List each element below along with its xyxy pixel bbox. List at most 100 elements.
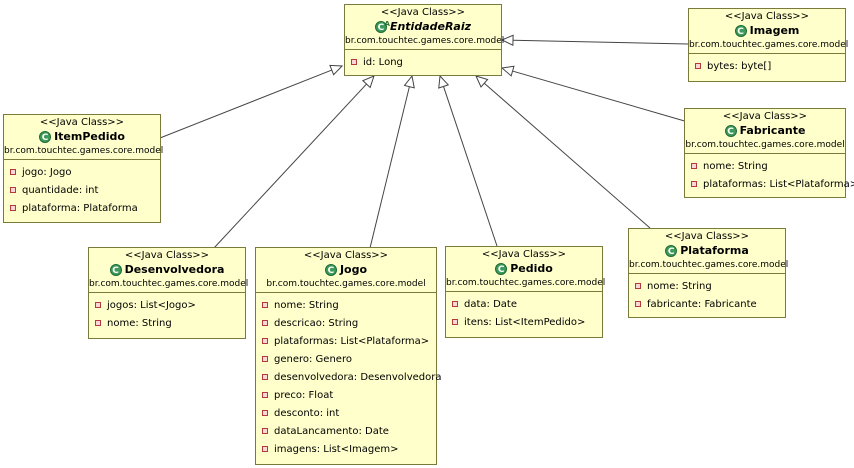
class-icon: C (665, 245, 678, 257)
attribute-text: desenvolvedora: Desenvolvedora (274, 371, 442, 383)
class-name[interactable]: Plataforma (680, 244, 749, 257)
attribute-row[interactable]: bytes: byte[] (689, 57, 845, 75)
class-name[interactable]: Desenvolvedora (124, 263, 225, 276)
attribute-row[interactable]: nome: String (89, 314, 245, 332)
attribute-row[interactable]: descricao: String (256, 314, 436, 332)
stereotype-label: <<Java Class>> (39, 117, 125, 128)
class-icon: C (495, 263, 508, 275)
attribute-row[interactable]: desenvolvedora: Desenvolvedora (256, 368, 441, 386)
attribute-row[interactable]: id: Long (345, 53, 501, 71)
class-name[interactable]: Imagem (749, 24, 800, 37)
edge-line (483, 82, 651, 229)
attribute-row[interactable]: genero: Genero (256, 350, 436, 368)
attribute-text: quantidade: int (22, 184, 99, 196)
attribute-row[interactable]: nome: String (685, 157, 845, 175)
class-name[interactable]: Jogo (339, 263, 368, 276)
attribute-row[interactable]: data: Date (446, 295, 602, 313)
class-name[interactable]: Fabricante (739, 124, 806, 137)
private-field-icon (635, 283, 641, 289)
attribute-text: id: Long (363, 56, 403, 68)
package-name: br.com.touchtec.games.core.model (689, 40, 849, 50)
attribute-text: plataforma: Plataforma (22, 202, 138, 214)
package-name: br.com.touchtec.games.core.model (266, 279, 426, 289)
attributes-compartment: nome: String fabricante: Fabricante (629, 274, 785, 315)
private-field-icon (262, 320, 268, 326)
stereotype-label: <<Java Class>> (724, 11, 810, 22)
attributes-compartment: jogo: Jogo quantidade: int plataforma: Pla… (4, 160, 160, 219)
class-name[interactable]: EntidadeRaiz (389, 20, 472, 33)
stereotype-label: <<Java Class>> (481, 249, 567, 260)
attribute-text: descricao: String (274, 317, 359, 329)
hollow-triangle-arrowhead (329, 64, 344, 76)
class-name[interactable]: Pedido (510, 262, 553, 275)
attribute-row[interactable]: nome: String (629, 277, 785, 295)
private-field-icon (95, 302, 101, 308)
attributes-compartment: nome: String descricao: String plataformas… (256, 293, 441, 460)
private-field-icon (262, 356, 268, 362)
private-field-icon (695, 63, 701, 69)
hollow-triangle-arrowhead (438, 74, 450, 89)
edge-line (512, 70, 689, 123)
generalization-edge-item-pedido (159, 64, 344, 139)
generalization-edge-imagem (500, 34, 689, 47)
attribute-text: nome: String (107, 317, 172, 329)
private-field-icon (452, 319, 458, 325)
attribute-text: plataformas: List<Plataforma> (274, 335, 430, 347)
package-name: br.com.touchtec.games.core.model (4, 146, 164, 156)
attributes-compartment: jogos: List<Jogo> nome: String (89, 293, 245, 334)
attribute-text: fabricante: Fabricante (647, 298, 757, 310)
attribute-row[interactable]: nome: String (256, 296, 436, 314)
attribute-text: nome: String (647, 280, 712, 292)
edge-line (369, 86, 410, 249)
class-icon: C (39, 131, 52, 143)
private-field-icon (691, 181, 697, 187)
private-field-icon (262, 302, 268, 308)
attribute-row[interactable]: desconto: int (256, 404, 436, 422)
private-field-icon (10, 187, 16, 193)
class-name[interactable]: ItemPedido (54, 130, 125, 143)
attribute-row[interactable]: fabricante: Fabricante (629, 295, 785, 313)
edge-line (512, 39, 689, 45)
private-field-icon (635, 301, 641, 307)
class-icon: C (324, 264, 337, 276)
attribute-row[interactable]: jogo: Jogo (4, 163, 160, 181)
attribute-row[interactable]: preco: Float (256, 386, 436, 404)
attribute-text: jogo: Jogo (22, 166, 72, 178)
private-field-icon (452, 301, 458, 307)
attribute-text: bytes: byte[] (707, 60, 772, 72)
stereotype-label: <<Java Class>> (664, 231, 750, 242)
attribute-row[interactable]: plataformas: List<Plataforma> (685, 175, 854, 193)
attributes-compartment: id: Long (345, 50, 501, 73)
class-icon: C (734, 25, 747, 37)
edge-line (213, 83, 367, 249)
attribute-row[interactable]: plataforma: Plataforma (4, 199, 160, 217)
attribute-row[interactable]: imagens: List<Imagem> (256, 440, 436, 458)
attribute-row[interactable]: jogos: List<Jogo> (89, 296, 245, 314)
private-field-icon (262, 392, 268, 398)
attribute-row[interactable]: itens: List<ItemPedido> (446, 313, 602, 331)
package-name: br.com.touchtec.games.core.model (629, 260, 789, 270)
attribute-text: desconto: int (274, 407, 340, 419)
attribute-row[interactable]: dataLancamento: Date (256, 422, 436, 440)
generalization-edge-jogo (369, 74, 415, 249)
attribute-row[interactable]: quantidade: int (4, 181, 160, 199)
attribute-row[interactable]: plataformas: List<Plataforma> (256, 332, 436, 350)
